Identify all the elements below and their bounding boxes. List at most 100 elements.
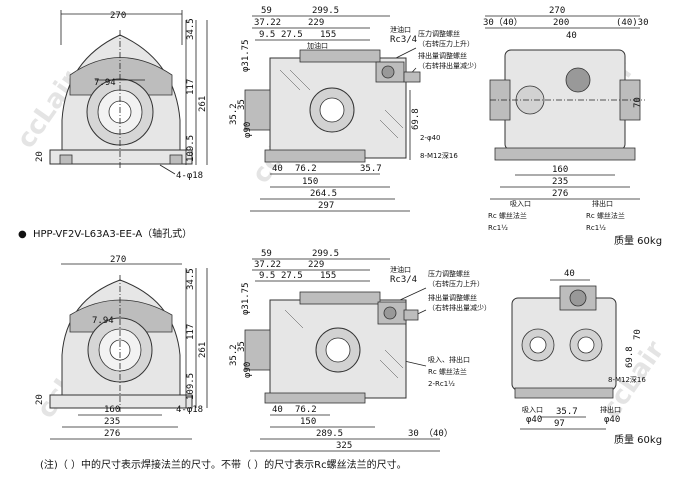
- b-ports: 2-Rc1½: [428, 380, 455, 388]
- dim-299.5: 299.5: [312, 6, 339, 16]
- dim-270: 270: [110, 11, 126, 21]
- b-flange: Rc 螺丝法兰: [428, 367, 467, 376]
- b-press-adj: 压力调整螺丝: [428, 269, 470, 278]
- b-dim-30: 30: [408, 429, 419, 439]
- b-out-d: φ40: [604, 415, 620, 425]
- b-dim-40: 40: [272, 405, 283, 415]
- bolts-m12: 8-M12深16: [420, 151, 458, 160]
- b-dim-31.75: φ31.75: [241, 282, 251, 315]
- bottom-rear-view: 40 70 69.8 8-M12深16 吸入口 排出口 φ40 φ40 35.7…: [511, 269, 662, 446]
- shaft-side: [244, 89, 271, 131]
- b-dim-bore: 7.94: [92, 316, 114, 326]
- b-in-d: φ40: [526, 415, 542, 425]
- top-side-view: 59 299.5 37.22 229 9.5 27.5 155 泄油口 Rc3/…: [229, 6, 481, 212]
- b-dim-229: 229: [308, 260, 324, 270]
- b-flow-adj: 排出量调整螺丝: [428, 293, 477, 302]
- dim-27.5: 27.5: [281, 30, 303, 40]
- b-dim-phi-90: φ90: [243, 362, 253, 378]
- b-dim-325: 325: [336, 441, 352, 451]
- inlet-type: Rc 螺丝法兰: [488, 211, 527, 220]
- b-drain-port: Rc3/4: [390, 275, 417, 285]
- outlet-size: Rc1½: [586, 224, 606, 232]
- mass-bottom: 质量 60kg: [614, 434, 662, 446]
- b-dim-299.5: 299.5: [312, 249, 339, 259]
- dim-35: 35: [237, 99, 247, 110]
- drain-port: Rc3/4: [390, 35, 417, 45]
- b-inlet-label: 吸入口: [522, 406, 543, 414]
- rear-dim-270: 270: [549, 6, 565, 16]
- mass-top: 质量 60kg: [614, 235, 662, 247]
- holes-4-18: 4-φ18: [176, 171, 203, 181]
- outlet-type: Rc 螺丝法兰: [586, 211, 625, 220]
- rear-dim-200: 200: [553, 18, 569, 28]
- dim-37.22: 37.22: [254, 18, 281, 28]
- base-plate: [49, 149, 193, 165]
- b-dim-34.5: 34.5: [186, 268, 196, 290]
- dim-34.5: 34.5: [186, 18, 196, 40]
- holes-2-40: 2-φ40: [420, 134, 441, 142]
- housing-top-rib: [69, 57, 173, 96]
- dim-35.7: 35.7: [360, 164, 382, 174]
- bottom-side-view: 59 299.5 37.22 229 9.5 27.5 155 泄油口 Rc3/…: [229, 249, 491, 452]
- b-base-plate: [49, 394, 193, 409]
- rear-dim-40a: (40)30: [616, 18, 649, 28]
- b-shaft-side: [244, 329, 271, 371]
- dim-phi-90: φ90: [243, 122, 253, 138]
- dim-35.2: 35.2: [229, 103, 239, 125]
- rear-dim-30: 30（40）: [483, 17, 523, 28]
- dim-117: 117: [186, 79, 196, 95]
- b-dim-40b: （40）: [424, 428, 453, 439]
- section-title: HPP-VF2V-L63A3-EE-A（轴孔式）: [33, 227, 192, 240]
- outlet-label: 排出口: [592, 199, 613, 208]
- b-rear-dim-97: 97: [554, 419, 565, 429]
- b-dim-35.2: 35.2: [229, 344, 239, 366]
- b-dim-117: 117: [186, 324, 196, 340]
- b-flow-adj-note: （右转排出量减少）: [428, 303, 491, 312]
- dim-150: 150: [302, 177, 318, 187]
- dim-76.2: 76.2: [295, 164, 317, 174]
- b-dim-289.5: 289.5: [316, 429, 343, 439]
- bottom-front-view: 270 7.94 34.5 117 261 109.5 20 4-φ18 160…: [35, 255, 208, 440]
- b-dim-20: 20: [35, 394, 45, 405]
- dim-297: 297: [318, 201, 334, 211]
- rear-dim-40: 40: [566, 31, 577, 41]
- rear-dim-276: 276: [552, 189, 568, 199]
- b-dim-160: 160: [104, 405, 120, 415]
- b-rear-dim-40: 40: [564, 269, 575, 279]
- b-dim-155: 155: [320, 271, 336, 281]
- top-rear-view: 270 30（40） 200 (40)30 40 70 160 235 276 …: [483, 6, 662, 247]
- press-adj-label: 压力调整螺丝: [418, 29, 460, 38]
- dim-264.5: 264.5: [310, 189, 337, 199]
- b-dim-27.5: 27.5: [281, 271, 303, 281]
- rear-dim-160: 160: [552, 165, 568, 175]
- rear-dim-70: 70: [633, 97, 643, 108]
- dim-31.75: φ31.75: [241, 39, 251, 72]
- b-dim-276: 276: [104, 429, 120, 439]
- rear-dim-235: 235: [552, 177, 568, 187]
- dim-69.8: 69.8: [411, 108, 421, 130]
- b-dim-235: 235: [104, 417, 120, 427]
- b-dim-59: 59: [261, 249, 272, 259]
- b-dim-150: 150: [300, 417, 316, 427]
- b-rear-bolts: 8-M12深16: [608, 375, 646, 384]
- dim-9.5: 9.5: [259, 30, 275, 40]
- b-dim-9.5: 9.5: [259, 271, 275, 281]
- inlet-label: 吸入口: [510, 200, 531, 208]
- b-outlet-label-r: 排出口: [600, 405, 621, 414]
- dim-155: 155: [320, 30, 336, 40]
- b-dim-261: 261: [198, 342, 208, 358]
- b-dim-270: 270: [110, 255, 126, 265]
- b-dim-35: 35: [237, 341, 247, 352]
- dim-229: 229: [308, 18, 324, 28]
- dim-109.5: 109.5: [186, 135, 196, 162]
- b-rear-dim-69.8: 69.8: [625, 346, 635, 368]
- b-dim-109.5: 109.5: [186, 373, 196, 400]
- dim-20: 20: [35, 151, 45, 162]
- b-outlet-label: 吸入、排出口: [428, 355, 470, 364]
- dim-261: 261: [198, 96, 208, 112]
- press-adj-note: （右转压力上升）: [418, 39, 474, 48]
- inlet-size: Rc1½: [488, 224, 508, 232]
- b-holes-4-18: 4-φ18: [176, 405, 203, 415]
- b-dim-37.22: 37.22: [254, 260, 281, 270]
